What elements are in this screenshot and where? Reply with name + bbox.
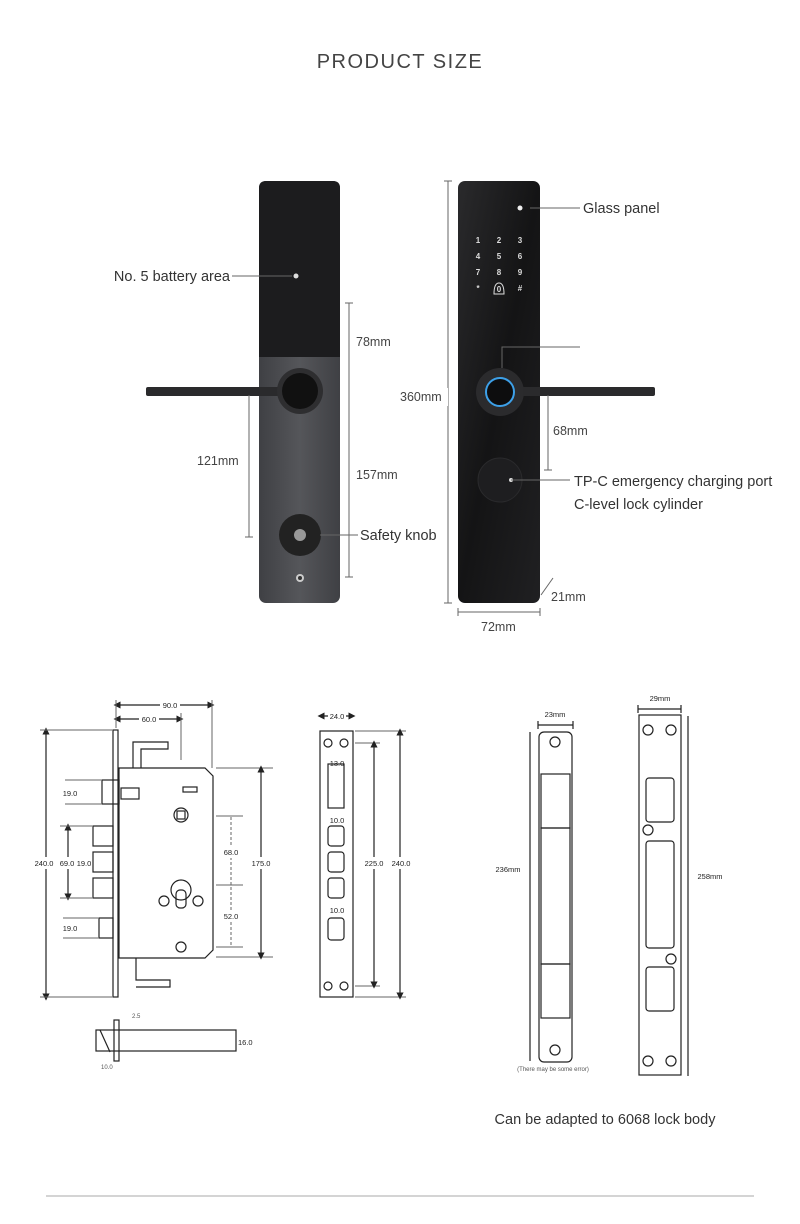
svg-text:90.0: 90.0 xyxy=(163,701,178,710)
dim-68mm: 68mm xyxy=(553,424,588,438)
faceplate-drawing: 24.0 13.0 10.0 10.0 225.0 240.0 xyxy=(317,711,413,1000)
svg-text:2.5: 2.5 xyxy=(132,1014,141,1020)
dim-72mm: 72mm xyxy=(481,620,516,634)
dim-360mm: 360mm xyxy=(400,390,442,404)
svg-text:3: 3 xyxy=(518,236,523,245)
svg-text:*: * xyxy=(476,284,480,293)
svg-text:13.0: 13.0 xyxy=(330,759,345,768)
svg-text:240.0: 240.0 xyxy=(392,859,411,868)
handle-front xyxy=(500,387,655,396)
svg-text:19.0: 19.0 xyxy=(63,924,78,933)
keypad: 1 2 3 4 5 6 7 8 9 * 0 # xyxy=(476,236,523,295)
svg-text:68.0: 68.0 xyxy=(224,848,239,857)
label-lock-cylinder: C-level lock cylinder xyxy=(574,497,703,513)
svg-text:225.0: 225.0 xyxy=(365,859,384,868)
svg-text:19.0: 19.0 xyxy=(63,789,78,798)
svg-text:29mm: 29mm xyxy=(650,694,671,703)
label-battery-area: No. 5 battery area xyxy=(114,269,231,285)
svg-text:6: 6 xyxy=(518,252,523,261)
svg-text:258mm: 258mm xyxy=(697,872,722,881)
svg-text:23mm: 23mm xyxy=(545,710,566,719)
svg-text:240.0: 240.0 xyxy=(35,859,54,868)
strike-plate-236: 23mm 236mm (There may be some error) xyxy=(495,710,588,1073)
svg-text:2: 2 xyxy=(497,236,502,245)
dim-21mm: 21mm xyxy=(551,590,586,604)
svg-text:10.0: 10.0 xyxy=(330,906,345,915)
svg-text:8: 8 xyxy=(497,268,502,277)
lock-body-drawing xyxy=(92,729,237,1062)
doorbell-icon xyxy=(493,282,505,295)
strike-plate-258: 29mm 258mm xyxy=(637,694,723,1076)
svg-text:60.0: 60.0 xyxy=(142,715,157,724)
svg-text:24.0: 24.0 xyxy=(330,712,345,721)
fingerprint-icon xyxy=(485,377,515,407)
dim-121mm: 121mm xyxy=(197,454,239,468)
label-charging-port: TP-C emergency charging port xyxy=(574,474,772,490)
label-glass-panel: Glass panel xyxy=(583,201,660,217)
svg-text:4: 4 xyxy=(476,252,481,261)
svg-text:9: 9 xyxy=(518,268,523,277)
svg-text:7: 7 xyxy=(476,268,481,277)
dim-157mm: 157mm xyxy=(356,468,398,482)
svg-text:5: 5 xyxy=(497,252,502,261)
svg-text:16.0: 16.0 xyxy=(238,1038,253,1047)
label-adapted-6068: Can be adapted to 6068 lock body xyxy=(495,1112,717,1128)
dim-78mm: 78mm xyxy=(356,335,391,349)
battery-indicator-icon xyxy=(293,273,299,279)
svg-text:52.0: 52.0 xyxy=(224,912,239,921)
svg-text:0: 0 xyxy=(497,285,502,294)
error-note: (There may be some error) xyxy=(517,1067,589,1073)
label-safety-knob: Safety knob xyxy=(360,528,437,544)
svg-text:10.0: 10.0 xyxy=(330,816,345,825)
lock-front-view: 1 2 3 4 5 6 7 8 9 * 0 # xyxy=(458,181,655,603)
lock-body-dimensions: 90.0 60.0 240.0 69.0 19.0 19.0 19.0 175.… xyxy=(33,699,273,1071)
svg-text:#: # xyxy=(518,284,523,293)
svg-text:236mm: 236mm xyxy=(495,865,520,874)
svg-text:19.0: 19.0 xyxy=(77,859,92,868)
page-title: PRODUCT SIZE xyxy=(317,51,484,73)
lock-back-view xyxy=(146,181,340,603)
svg-text:10.0: 10.0 xyxy=(101,1065,113,1071)
svg-text:1: 1 xyxy=(476,236,481,245)
svg-text:175.0: 175.0 xyxy=(252,859,271,868)
svg-text:69.0: 69.0 xyxy=(60,859,75,868)
handle-back xyxy=(146,387,300,396)
